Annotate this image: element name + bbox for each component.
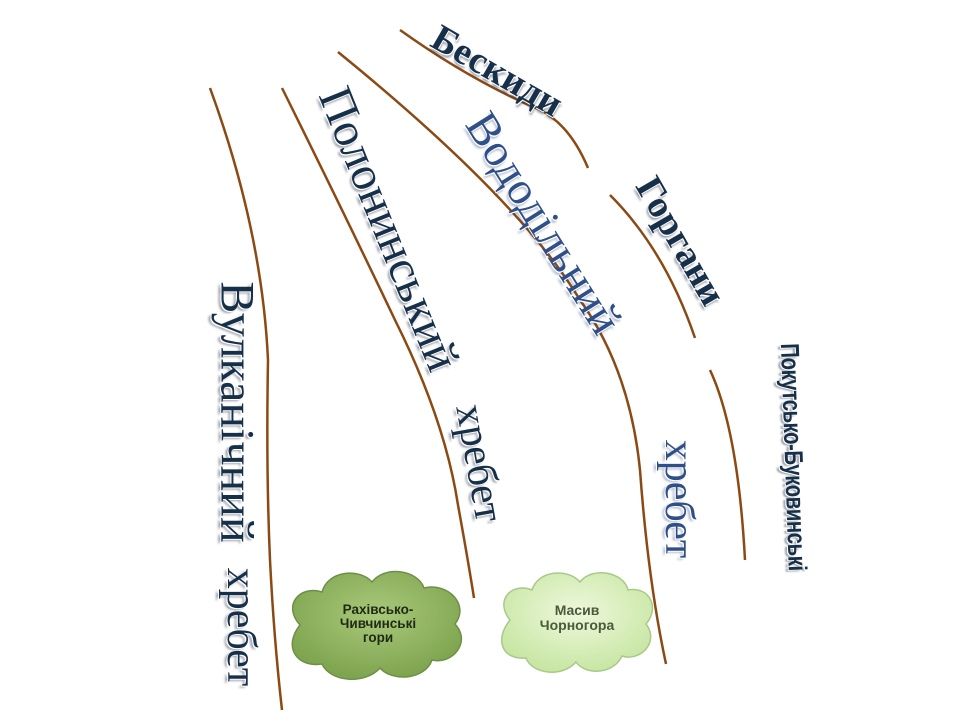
cloud-chornohora-line2: Чорногора <box>539 616 615 633</box>
label-vulkanichnyi-khrebet: хребет <box>218 567 265 687</box>
ridge-line-vododilnyi <box>337 51 668 665</box>
cloud-rakhiv-line2: Чивчинські <box>339 616 417 632</box>
cloud-rakhiv-line1: Рахівсько- <box>342 602 414 617</box>
ridge-line-pokutsko <box>708 369 747 561</box>
label-vododilnyi-khrebet: хребет <box>656 439 703 559</box>
ridge-line-vulkanichnyi <box>208 87 284 711</box>
label-pokutsko-bukovynski: Покутсько-Буковинські <box>774 342 813 572</box>
cloud-chornohora <box>500 572 654 673</box>
ridge-line-gorgany <box>609 194 697 339</box>
cloud-chornohora-line1: Масив <box>554 602 600 618</box>
cloud-chornohora-text: Масив Чорногора <box>522 603 632 632</box>
cloud-rakhiv-chyvchyn <box>291 570 463 681</box>
cloud-rakhiv-line3: гори <box>362 630 394 646</box>
cloud-rakhiv-text: Рахівсько- Чивчинські гори <box>318 602 438 646</box>
ridge-line-beskydy <box>399 28 590 169</box>
ridge-line-polonynskyi <box>280 87 476 599</box>
label-vulkanichnyi: Вулканічний <box>210 281 264 543</box>
